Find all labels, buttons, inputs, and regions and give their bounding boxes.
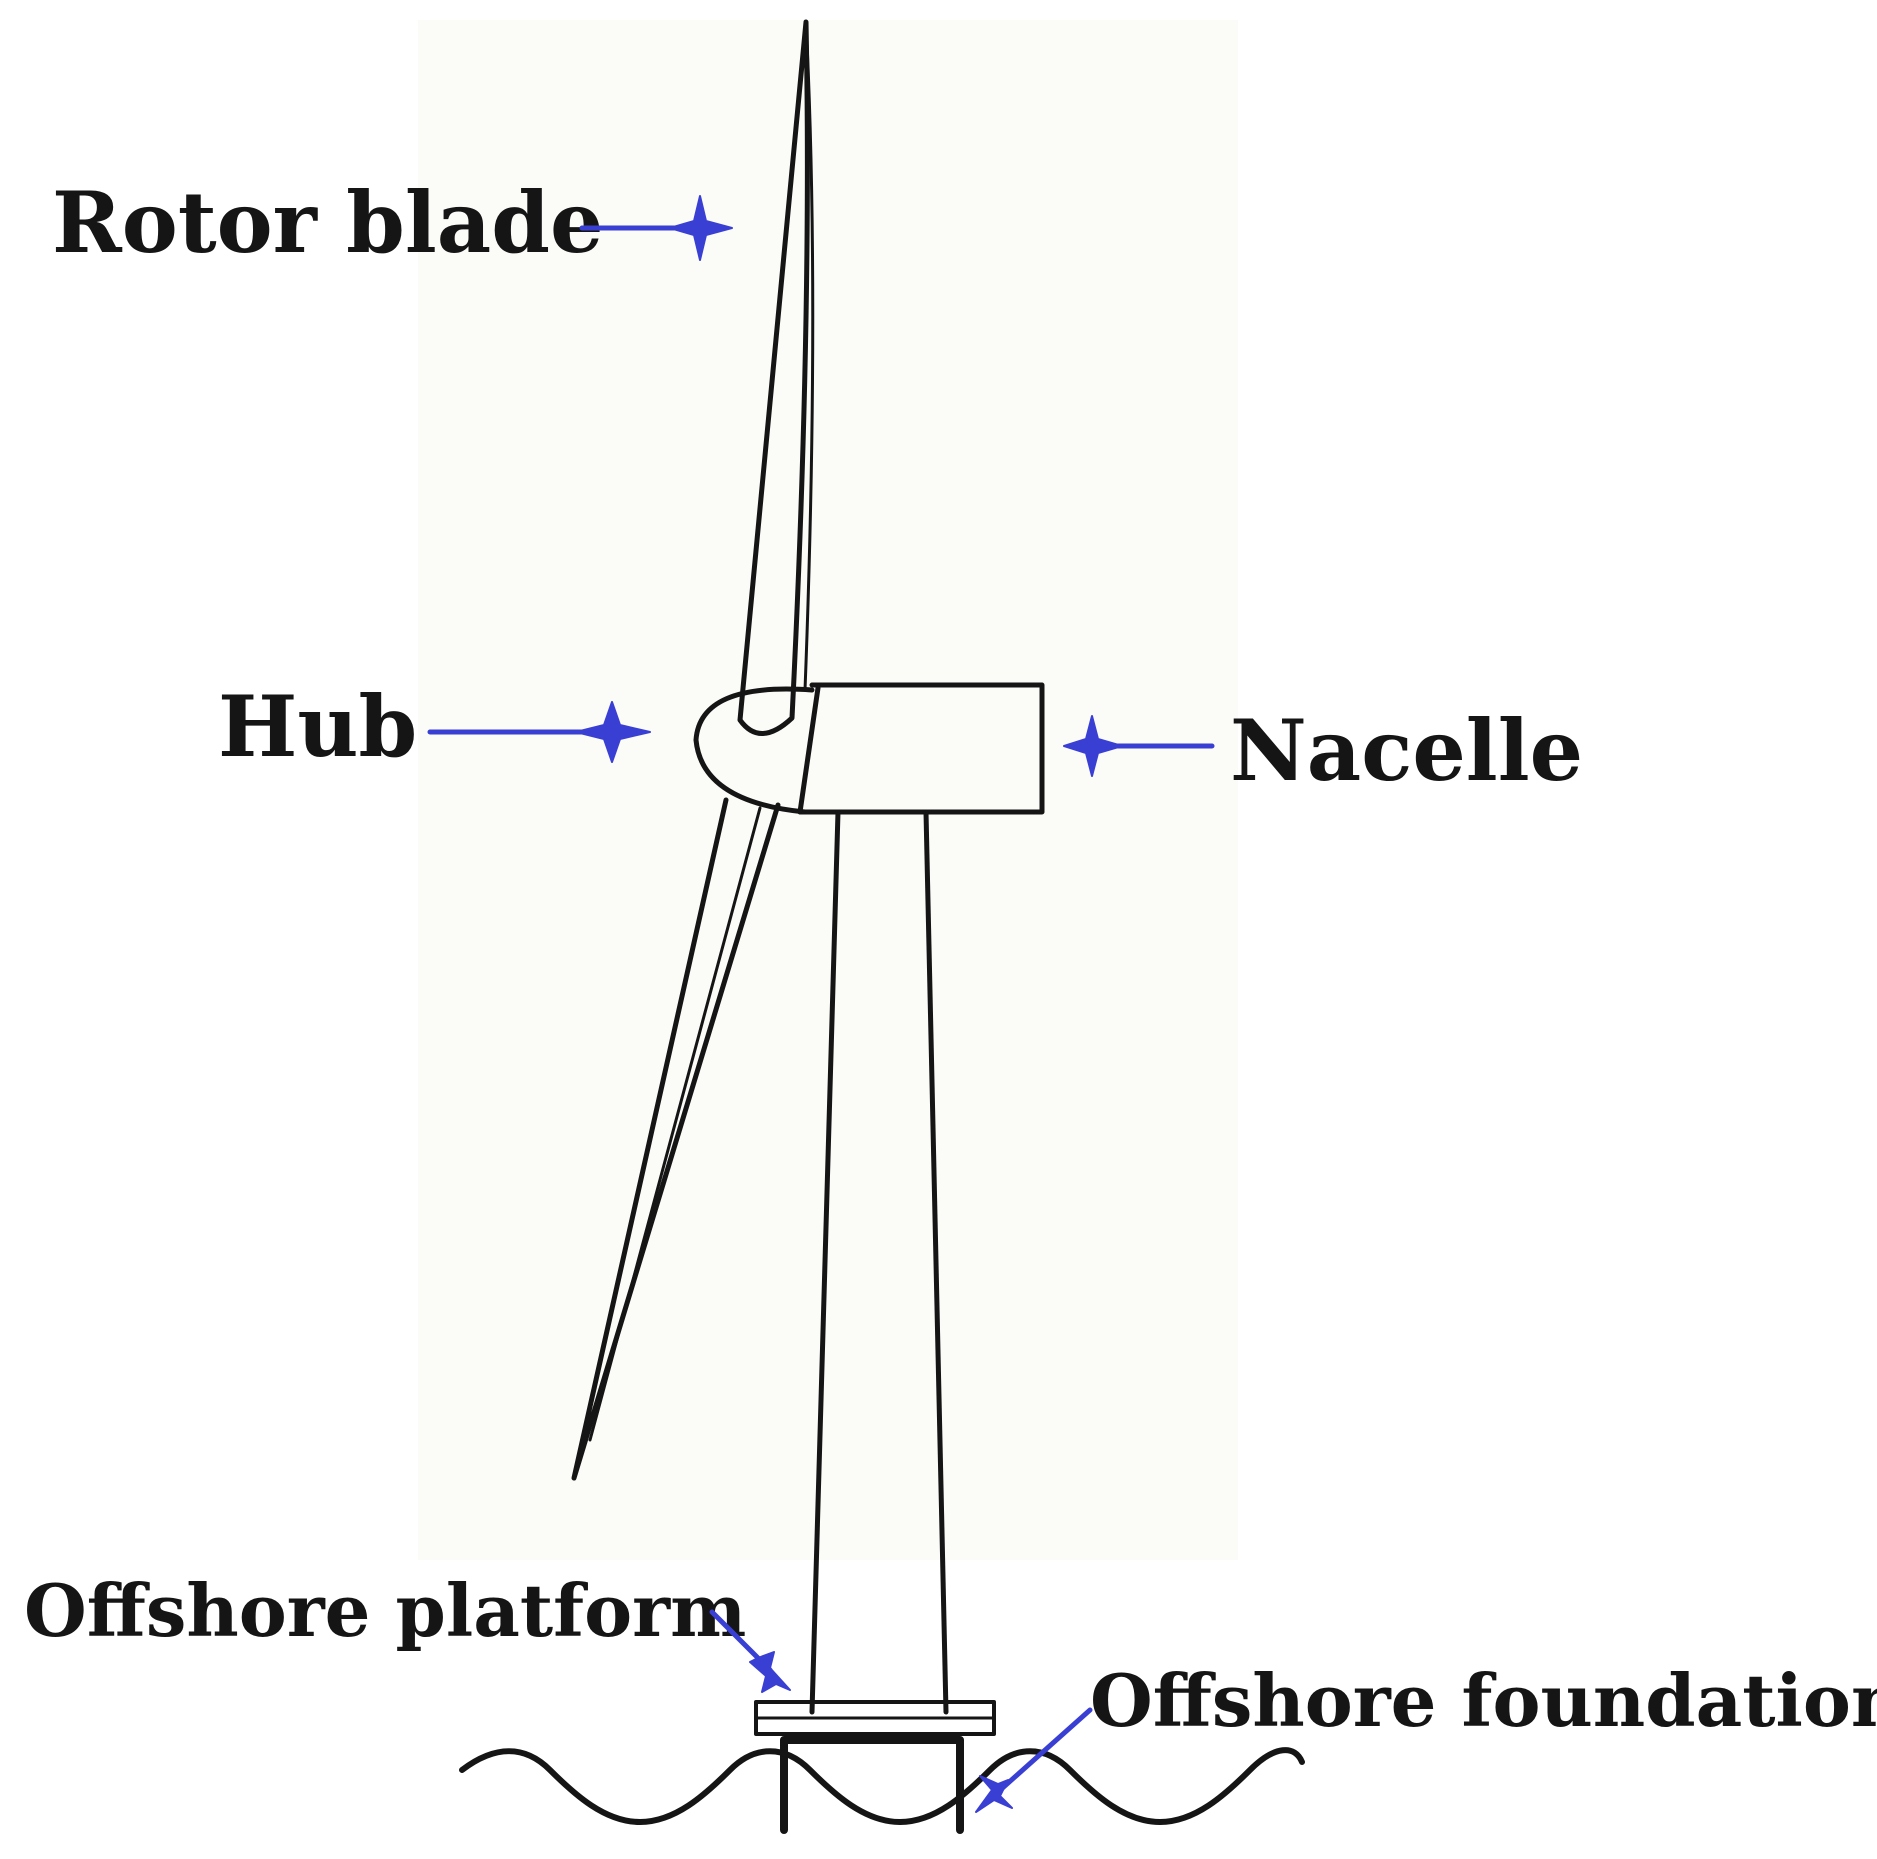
rotor-blade-lower (571, 797, 781, 1481)
arrow-nacelle (1063, 715, 1215, 777)
arrow-head-icon (975, 1775, 1013, 1813)
rotor-blade-upper (737, 19, 810, 736)
arrow-offshore-foundation (975, 1707, 1093, 1813)
label-hub: Hub (218, 677, 417, 776)
rotor-blade-lower-inner (588, 806, 762, 1442)
arrow-rotor-blade (579, 195, 733, 261)
nacelle-front-edge (797, 685, 821, 815)
rotor-blade-upper-edge (803, 20, 815, 692)
arrow-head-icon (669, 195, 733, 261)
tower-right-edge (923, 809, 949, 1715)
arrow-offshore-platform (709, 1609, 791, 1693)
hub-spinner (693, 686, 815, 815)
label-rotor-blade: Rotor blade (52, 173, 603, 272)
offshore-foundation (780, 1736, 964, 1834)
arrow-head-icon (749, 1651, 791, 1693)
tower-left-edge (809, 809, 841, 1715)
arrow-hub (427, 701, 651, 763)
water-waves (459, 1747, 1305, 1825)
nacelle-body (797, 682, 1045, 815)
label-offshore-foundation: Offshore foundation (1090, 1658, 1877, 1743)
label-offshore-platform: Offshore platform (24, 1568, 746, 1653)
arrow-head-icon (1063, 715, 1123, 777)
label-nacelle: Nacelle (1230, 701, 1583, 800)
arrow-head-icon (575, 701, 651, 763)
scan-background (418, 20, 1238, 1560)
